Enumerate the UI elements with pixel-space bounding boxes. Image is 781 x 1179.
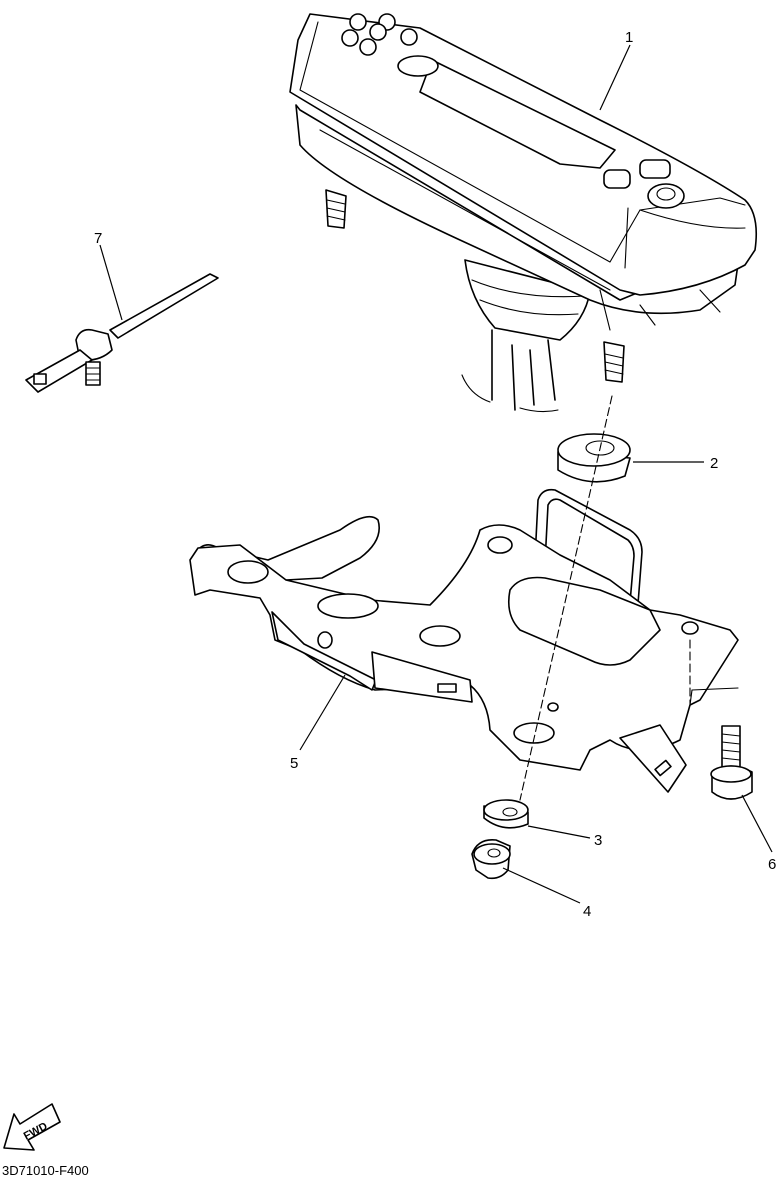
flange-bolt [710, 725, 753, 800]
cable-tie [25, 273, 219, 393]
diagram-code: 3D71010-F400 [2, 1163, 89, 1178]
fwd-arrow-icon: FWD [3, 1103, 61, 1151]
callout-1: 1 [625, 29, 633, 46]
flange-nut [471, 838, 511, 880]
callout-3: 3 [594, 832, 602, 849]
callout-5: 5 [290, 755, 298, 772]
callout-2: 2 [710, 455, 718, 472]
meter-bracket [189, 488, 739, 793]
callout-7: 7 [94, 230, 102, 247]
callout-4: 4 [583, 903, 591, 920]
callout-6: 6 [768, 856, 776, 873]
grommet [557, 433, 631, 483]
callout-labels: 1 2 3 4 5 6 7 [94, 29, 776, 920]
meter-assembly [289, 13, 758, 413]
leader-lines [99, 44, 773, 904]
collar [483, 799, 529, 829]
